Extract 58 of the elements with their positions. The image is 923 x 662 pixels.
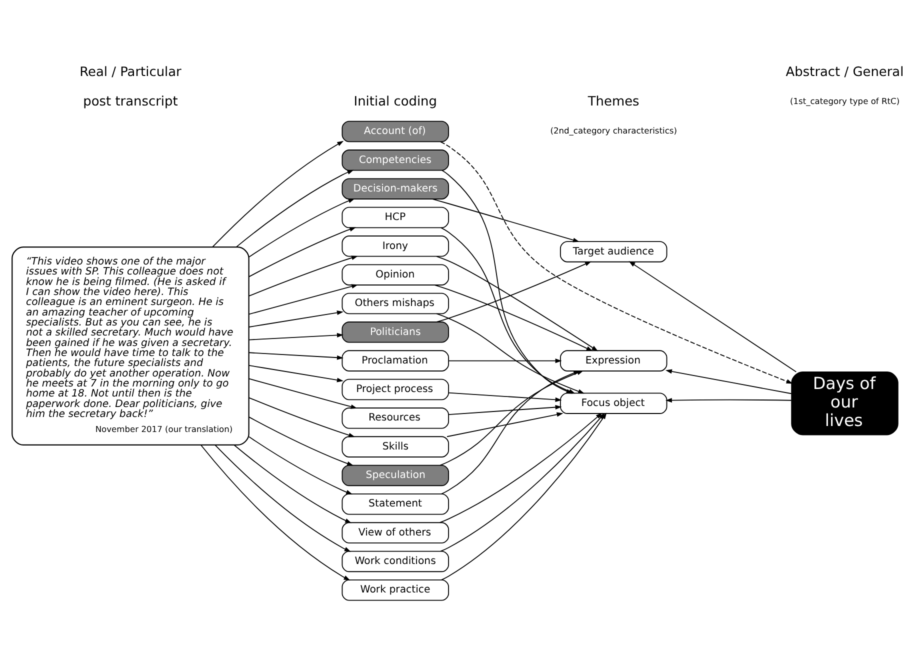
arrow [248, 416, 354, 466]
arrow [248, 332, 344, 340]
node-box: Proclamation [342, 350, 450, 372]
arrow [448, 392, 562, 402]
node-box: Project process [342, 378, 450, 400]
node-box: Days of our lives [791, 371, 898, 436]
label: (2nd_category characteristics) [550, 126, 677, 136]
arrow [248, 310, 344, 328]
node-box: Irony [342, 236, 450, 257]
node-box: Skills [342, 436, 450, 458]
label: Abstract / General [786, 64, 904, 80]
node-box: Work conditions [342, 550, 450, 572]
node-box: “This video shows one of the major issues with SP. This colleague does not know he is being filmed. (He is asked if I can show the video here). This colleague is an eminent surgeon. He is an amazing teacher of upcoming specialists. But as you can see, he is not a skilled secretary. Much would have been gained if he was given a secretary. Then he would have time to talk to the patients, the future specialists and probably do yet another operation. Now he meets at 7 in the morning only to go home at 18. Not until then is the paperwork done. Dear politicians, give him the secretary back!” November 2017 (our translation) [12, 246, 250, 446]
arrow [436, 261, 592, 322]
arrow [432, 198, 580, 242]
node-box: Competencies [342, 150, 450, 171]
arrow [248, 256, 358, 296]
arrow [236, 170, 354, 248]
node-box: HCP [342, 206, 450, 228]
arrow [439, 412, 602, 524]
label: Themes [588, 94, 640, 110]
arrow [446, 412, 564, 438]
label: post transcript [83, 94, 178, 110]
node-box: Opinion [342, 264, 450, 286]
arrow [441, 370, 580, 494]
node-box: Speculation [342, 464, 450, 486]
arrow [665, 369, 792, 394]
node-box: View of others [342, 522, 450, 544]
node-box: Statement [342, 494, 450, 515]
arrow [248, 397, 356, 438]
arrow [665, 398, 792, 403]
node-box: Account (of) [342, 120, 450, 142]
arrow [628, 261, 797, 372]
node-box: Focus object [560, 392, 668, 414]
arrow [248, 365, 344, 382]
arrow [234, 444, 352, 524]
arrow [200, 444, 350, 580]
node-box: Expression [560, 350, 668, 372]
arrow [440, 141, 793, 384]
arrow [448, 358, 562, 364]
label: (1st_category type of RtC) [790, 96, 900, 106]
node-box: Decision-makers [342, 178, 450, 200]
arrow [214, 444, 351, 552]
node-box: Target audience [560, 241, 668, 262]
arrow [248, 436, 353, 494]
node-box: Politicians [342, 322, 450, 343]
label: Initial coding [354, 94, 437, 110]
node-box: Resources [342, 408, 450, 429]
arrow [248, 227, 356, 278]
arrow [248, 378, 358, 409]
label: Real / Particular [80, 64, 182, 80]
node-box: Others mishaps [342, 292, 450, 314]
arrow [248, 284, 358, 315]
arrow [248, 352, 344, 360]
arrow [248, 198, 355, 258]
arrow [212, 140, 344, 248]
node-box: Work practice [342, 580, 450, 601]
arrow [448, 405, 562, 416]
